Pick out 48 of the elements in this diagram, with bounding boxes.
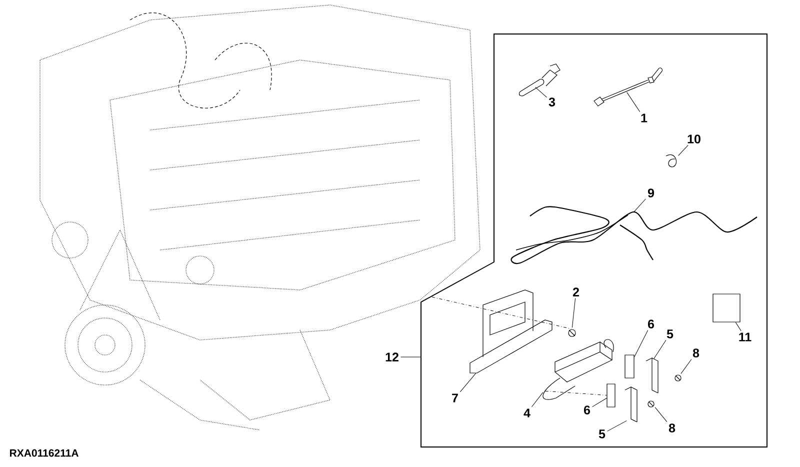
center-line (545, 390, 607, 396)
leader-line (654, 340, 666, 359)
leader-line (460, 373, 476, 392)
callout-number: 3 (548, 98, 556, 106)
callout-number: 11 (739, 332, 752, 342)
kit-outline (420, 34, 768, 448)
wiring-harness-drawing (510, 206, 758, 264)
callout-number: 1 (641, 114, 648, 122)
leader-line (572, 298, 576, 328)
leader-line (634, 198, 646, 212)
leader-line (634, 330, 648, 358)
bolt-drawing (674, 374, 682, 382)
spacer-block (606, 384, 616, 408)
callout-number: 7 (452, 394, 458, 402)
bracket-drawing (624, 386, 638, 422)
leader-line (531, 392, 544, 408)
leader-line (678, 144, 688, 156)
spacer-block (624, 354, 634, 378)
center-line (432, 296, 571, 329)
sensor-drawing (594, 68, 663, 106)
bracket-drawing (646, 358, 658, 394)
leader-line (654, 407, 668, 422)
leader-line (680, 358, 692, 374)
bolt-drawing (648, 400, 654, 408)
mounting-bracket-drawing (470, 290, 552, 374)
callout-number: 5 (598, 430, 606, 438)
callout-number: 8 (692, 348, 700, 358)
leader-line (592, 398, 607, 408)
figure-code: RXA0116211A (10, 449, 78, 457)
clamp-drawing (666, 154, 677, 168)
heater-drawing (518, 64, 560, 96)
callout-number: 10 (688, 134, 700, 144)
module-drawing (542, 339, 614, 400)
callout-number: 9 (648, 188, 654, 198)
bolt-drawing (568, 329, 576, 337)
callout-number: 5 (666, 330, 674, 338)
callout-number: 8 (668, 424, 676, 432)
callout-number: 6 (584, 406, 590, 414)
callout-number: 12 (386, 352, 398, 362)
leader-line (626, 92, 640, 112)
leader-line (535, 86, 547, 98)
leader-line (735, 322, 742, 332)
leader-line (400, 356, 421, 358)
callout-number: 6 (648, 320, 654, 328)
callout-number: 2 (572, 288, 579, 296)
callout-number: 4 (524, 408, 530, 418)
leader-line (607, 420, 627, 432)
label-plate (712, 294, 740, 322)
